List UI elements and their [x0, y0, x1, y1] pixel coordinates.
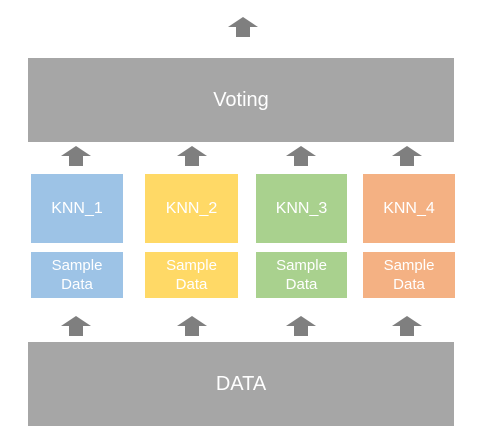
sample-data-4-box: Sample Data [363, 252, 455, 298]
knn-3-label: KNN_3 [275, 199, 328, 217]
sample-data-1-box: Sample Data [31, 252, 123, 298]
data-label: DATA [215, 372, 267, 395]
sample-data-2-line2: Data [175, 276, 208, 293]
knn-3-up-arrow-icon [286, 146, 316, 166]
sample-data-4-line2: Data [393, 276, 425, 293]
knn-1-up-arrow-icon [61, 146, 91, 166]
voting-box: Voting [28, 58, 454, 142]
data-box: DATA [28, 342, 454, 426]
knn-2-box: KNN_2 [145, 174, 238, 243]
sample-data-1-line2: Data [61, 276, 93, 293]
knn-1-label: KNN_1 [51, 199, 103, 217]
knn-1-box: KNN_1 [31, 174, 123, 243]
sample-data-3-line1: Sample [276, 257, 327, 274]
output-up-arrow-icon [228, 17, 258, 37]
sample-data-3-box: Sample Data [256, 252, 347, 298]
knn-4-up-arrow-icon [392, 146, 422, 166]
sample-1-up-arrow-icon [61, 316, 91, 336]
sample-2-up-arrow-icon [177, 316, 207, 336]
knn-2-up-arrow-icon [177, 146, 207, 166]
sample-data-2-line1: Sample [166, 257, 217, 274]
sample-data-1-line1: Sample [51, 257, 103, 274]
voting-label: Voting [213, 88, 269, 111]
knn-2-label: KNN_2 [165, 199, 218, 217]
sample-data-2-box: Sample Data [145, 252, 238, 298]
sample-3-up-arrow-icon [286, 316, 316, 336]
sample-4-up-arrow-icon [392, 316, 422, 336]
knn-3-box: KNN_3 [256, 174, 347, 243]
knn-4-box: KNN_4 [363, 174, 455, 243]
sample-data-4-line1: Sample [383, 257, 435, 274]
knn-4-label: KNN_4 [383, 199, 435, 217]
sample-data-3-line2: Data [285, 276, 318, 293]
